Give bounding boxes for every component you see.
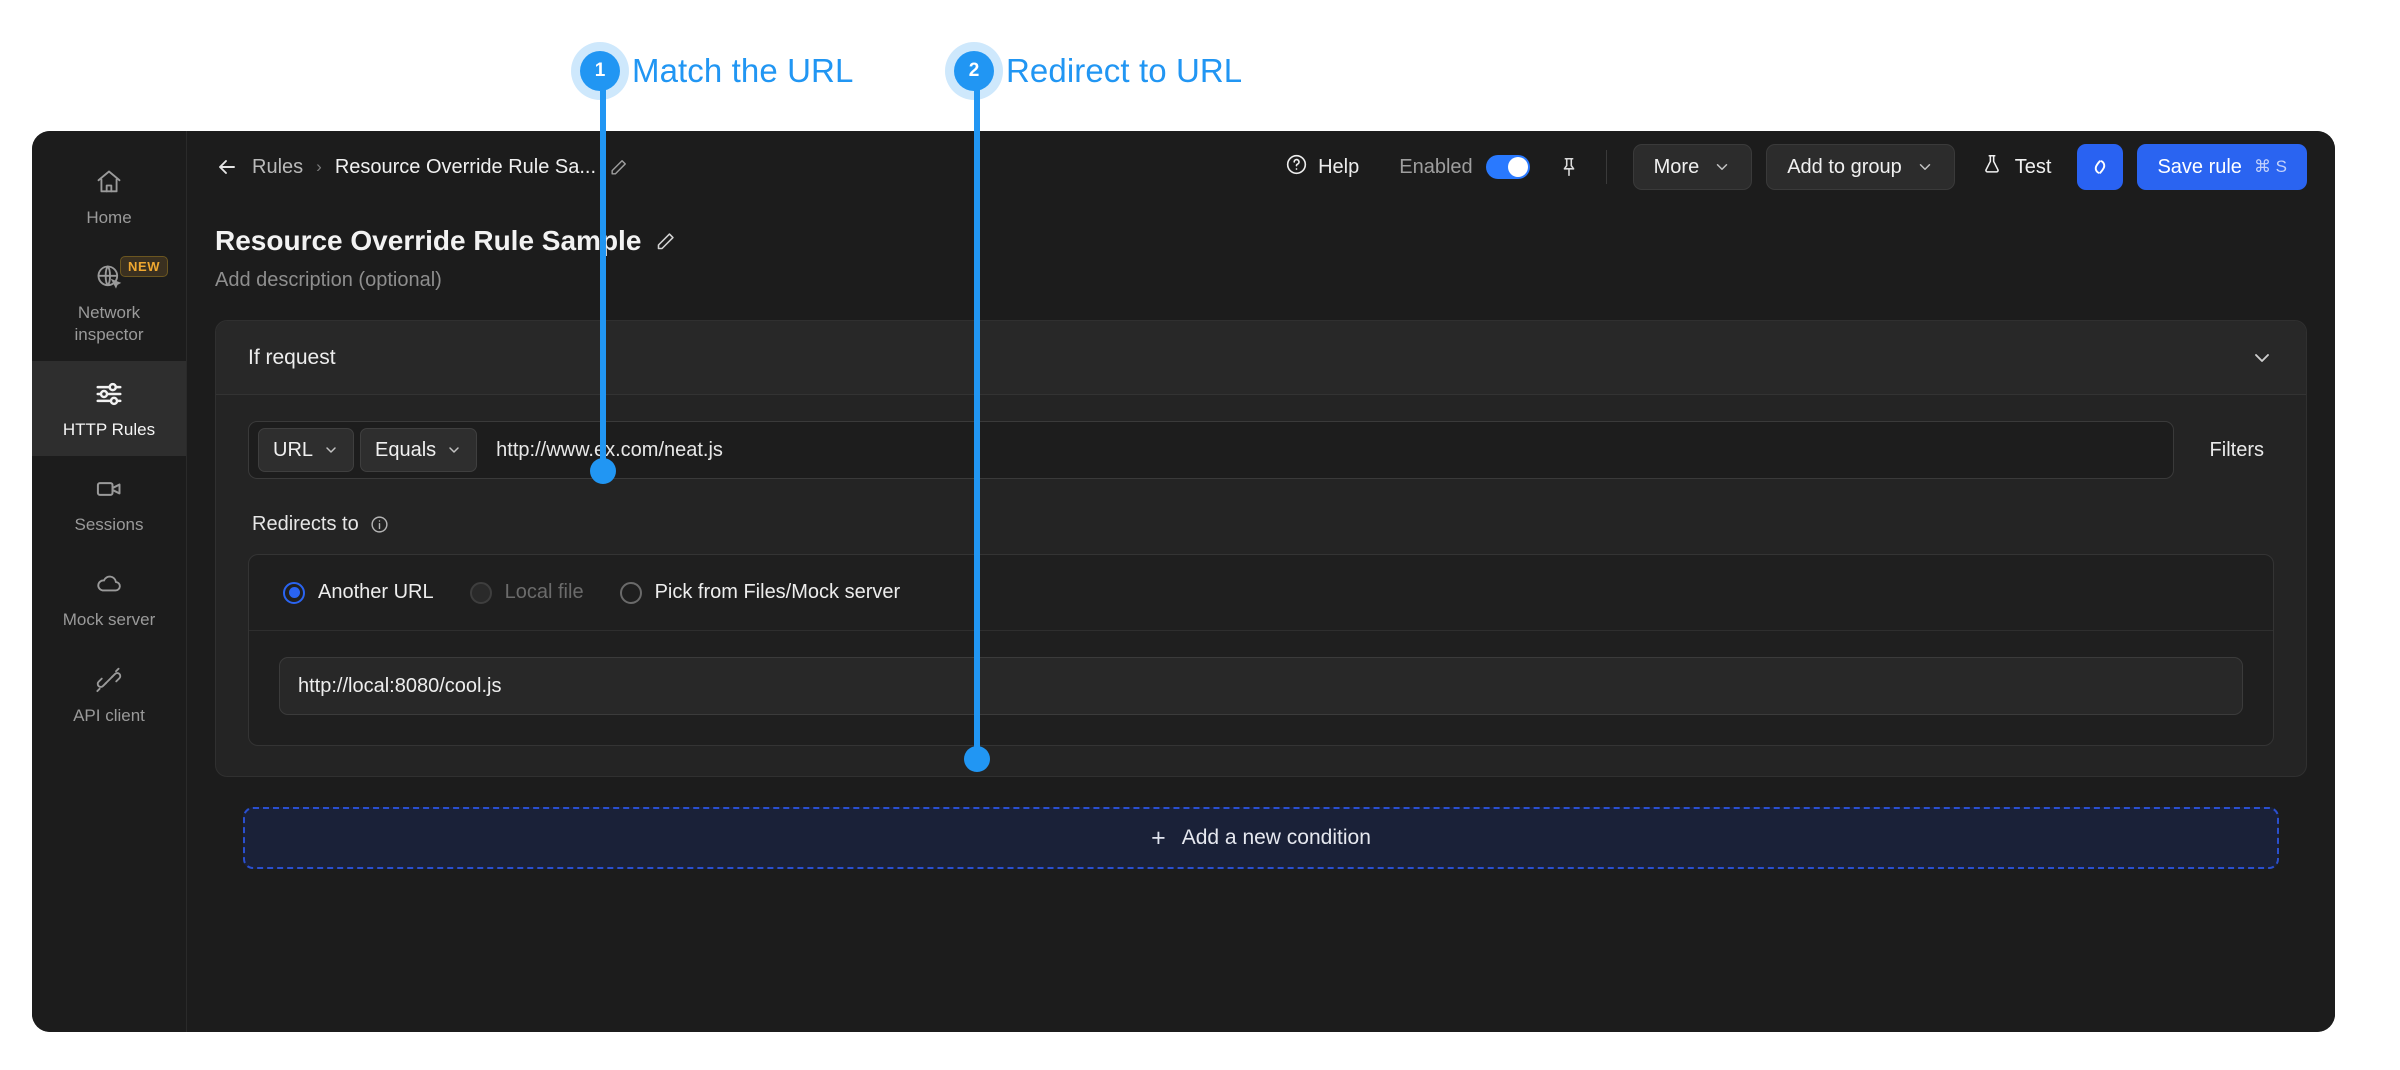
top-toolbar: Rules › Resource Override Rule Sa... (187, 131, 2335, 203)
save-rule-shortcut: ⌘ S (2253, 157, 2287, 176)
edit-pencil-icon[interactable] (655, 231, 676, 252)
sidebar-item-network-inspector[interactable]: NEW Network inspector (32, 244, 186, 361)
redirect-option-label: Pick from Files/Mock server (654, 581, 901, 603)
help-label: Help (1318, 155, 1360, 178)
if-request-card: If request URL (215, 320, 2307, 777)
if-request-title: If request (248, 345, 336, 369)
sidebar-item-sessions[interactable]: Sessions (32, 456, 186, 551)
new-badge: NEW (120, 256, 169, 278)
callout-badge-2: 2 (954, 51, 994, 91)
redirect-option-label: Local file (504, 581, 584, 603)
breadcrumb: Rules › Resource Override Rule Sa... (215, 155, 628, 179)
redirect-option-pick-from-files[interactable]: Pick from Files/Mock server (619, 581, 901, 604)
if-request-header: If request (216, 321, 2306, 395)
plus-icon: + (1151, 823, 1166, 852)
toggle-knob (1507, 157, 1528, 177)
condition-value-input[interactable] (480, 438, 2167, 462)
chevron-down-icon (323, 442, 339, 458)
chevron-down-icon (1713, 158, 1731, 176)
redirect-option-local-file: Local file (469, 581, 584, 604)
redirect-url-row (249, 631, 2273, 745)
rule-title-text: Resource Override Rule Sample (215, 225, 642, 256)
sidebar-item-label: HTTP Rules (62, 419, 156, 439)
pin-icon[interactable] (1558, 156, 1580, 178)
sidebar-item-home[interactable]: Home (32, 149, 186, 244)
callout-badge-1: 1 (580, 51, 620, 91)
toolbar-divider (1605, 150, 1607, 184)
sidebar-item-api-client[interactable]: API client (32, 647, 186, 742)
sliders-icon (94, 379, 124, 409)
enabled-toggle[interactable] (1485, 155, 1530, 179)
rule-title-block: Resource Override Rule Sample Add descri… (187, 203, 2335, 302)
test-label: Test (2014, 155, 2052, 178)
info-icon[interactable] (370, 515, 389, 534)
toolbar-actions: Help Enabled More (1275, 144, 2307, 190)
condition-operator-select[interactable]: Equals (360, 428, 478, 472)
plug-connect-icon (95, 665, 123, 695)
redirect-option-label: Another URL (318, 581, 434, 603)
callout-label-1: Match the URL (632, 52, 854, 89)
test-button[interactable]: Test (1963, 144, 2070, 190)
sidebar-item-mock-server[interactable]: Mock server (32, 551, 186, 646)
redirect-url-input[interactable] (279, 657, 2243, 715)
more-label: More (1653, 155, 1700, 178)
chevron-down-icon (446, 442, 462, 458)
back-arrow-icon[interactable] (215, 155, 239, 179)
sidebar-item-http-rules[interactable]: HTTP Rules (32, 360, 186, 456)
video-camera-icon (95, 474, 123, 504)
breadcrumb-current: Resource Override Rule Sa... (334, 155, 597, 178)
redirect-options-row: Another URL Local file Pick from Files/M… (249, 555, 2273, 631)
redirects-to-label-row: Redirects to (252, 513, 2274, 536)
edit-pencil-icon[interactable] (609, 158, 628, 177)
breadcrumb-separator: › (316, 157, 322, 176)
callout-label-2: Redirect to URL (1006, 52, 1243, 89)
sidebar-item-label: Sessions (74, 515, 144, 534)
sidebar: Home NEW Network inspector (32, 131, 187, 1032)
breadcrumb-rules-link[interactable]: Rules (252, 155, 304, 178)
help-circle-icon (1285, 153, 1308, 182)
flask-icon (1981, 153, 2003, 181)
enabled-label: Enabled (1399, 155, 1473, 178)
sidebar-item-label: API client (73, 705, 145, 725)
redirect-panel: Another URL Local file Pick from Files/M… (248, 554, 2274, 746)
rule-content: If request URL (187, 302, 2335, 1032)
chevron-down-icon[interactable] (2250, 346, 2274, 370)
add-to-group-label: Add to group (1787, 155, 1902, 178)
condition-field-label: URL (273, 438, 314, 461)
chevron-down-icon (1916, 158, 1934, 176)
add-to-group-button[interactable]: Add to group (1766, 144, 1955, 190)
sidebar-item-label: Mock server (62, 610, 156, 630)
condition-row: URL Equals (248, 421, 2274, 479)
page-title: Resource Override Rule Sample (215, 225, 2307, 257)
rule-description-placeholder[interactable]: Add description (optional) (215, 269, 442, 291)
more-button[interactable]: More (1632, 144, 1753, 190)
add-new-condition-button[interactable]: + Add a new condition (243, 807, 2279, 869)
home-icon (95, 167, 123, 197)
condition-box: URL Equals (248, 421, 2174, 479)
sidebar-item-label: Network inspector (74, 303, 144, 344)
callout-marker-1: 1 Match the URL (580, 51, 853, 91)
filters-button[interactable]: Filters (2209, 438, 2264, 461)
if-request-body: URL Equals (216, 395, 2306, 776)
condition-field-select[interactable]: URL (258, 428, 355, 472)
radio-icon[interactable] (283, 581, 305, 604)
condition-operator-label: Equals (375, 438, 437, 461)
callout-marker-2: 2 Redirect to URL (954, 51, 1242, 91)
cloud-icon (94, 569, 124, 599)
redirects-to-label: Redirects to (252, 513, 359, 535)
radio-icon (469, 581, 492, 604)
save-rule-button[interactable]: Save rule ⌘ S (2137, 144, 2307, 190)
link-chain-icon-button[interactable] (2077, 144, 2124, 190)
redirect-option-another-url[interactable]: Another URL (283, 581, 434, 604)
sidebar-item-label: Home (86, 208, 132, 227)
enabled-toggle-group: Enabled (1399, 155, 1530, 179)
save-rule-label: Save rule (2157, 155, 2242, 178)
add-new-condition-label: Add a new condition (1181, 826, 1371, 849)
main-area: Rules › Resource Override Rule Sa... (187, 131, 2335, 1032)
globe-cursor-icon (95, 262, 123, 292)
app-window: Home NEW Network inspector (32, 131, 2335, 1032)
help-button[interactable]: Help (1275, 147, 1369, 188)
radio-icon[interactable] (619, 581, 642, 604)
